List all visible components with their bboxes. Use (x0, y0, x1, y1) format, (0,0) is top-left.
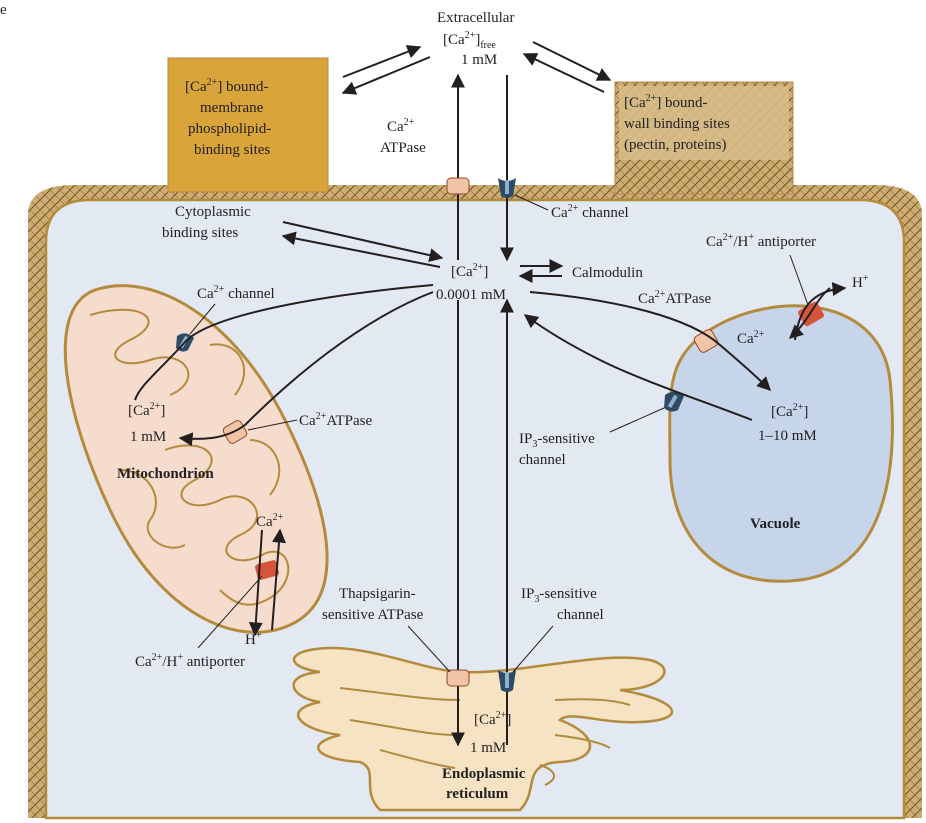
vacuole-conc-line1: [Ca2+] (771, 402, 808, 420)
vacuole-conc-value: 1–10 mM (758, 428, 817, 444)
er-name-line2: reticulum (446, 786, 509, 802)
mito-conc-value: 1 mM (130, 429, 166, 445)
mito-antiporter-label: Ca2+/H+ antiporter (135, 652, 245, 670)
extracellular-line3: 1 mM (461, 52, 497, 68)
cytosol-conc-line1: [Ca2+] (451, 262, 488, 280)
er-atpase-line1: Thapsigarin- (339, 586, 416, 602)
mito-channel-label: Ca2+ channel (197, 284, 275, 302)
er-atpase-line2: sensitive ATPase (322, 607, 424, 623)
pm-atpase-line2: ATPase (380, 140, 426, 156)
vacuole-name: Vacuole (750, 516, 801, 532)
er-ip3-line2: channel (557, 607, 604, 623)
membrane-box-line1: [Ca2+] bound- (185, 77, 269, 95)
wall-box-line1: [Ca2+] bound- (624, 93, 708, 111)
cytosol-conc-line2: 0.0001 mM (436, 287, 506, 303)
mito-atpase-label: Ca2+ATPase (299, 411, 372, 429)
vacuole-ip3-line2: channel (519, 452, 566, 468)
vacuole-atpase-label: Ca2+ATPase (638, 289, 711, 307)
membrane-box-line3: phospholipid- (188, 121, 271, 137)
wall-box-line2: wall binding sites (624, 116, 730, 132)
extracellular-line1: Extracellular (437, 10, 514, 26)
er-name-line1: Endoplasmic (442, 766, 526, 782)
pm-channel-label: Ca2+ channel (551, 203, 629, 221)
wall-box-line3: (pectin, proteins) (624, 137, 726, 153)
corner-letter: e (0, 2, 7, 18)
cyto-binding-line2: binding sites (162, 225, 238, 241)
er-atpase (447, 670, 469, 686)
calmodulin-label: Calmodulin (572, 265, 643, 281)
pm-atpase-line1: Ca2+ (387, 117, 415, 135)
pm-atpase (447, 178, 469, 194)
cyto-binding-line1: Cytoplasmic (175, 204, 251, 220)
membrane-box-line4: binding sites (194, 142, 270, 158)
vacuole-antiporter-label: Ca2+/H+ antiporter (706, 232, 816, 250)
er-conc-value: 1 mM (470, 740, 506, 756)
mito-conc-line1: [Ca2+] (128, 401, 165, 419)
membrane-box-line2: membrane (200, 100, 264, 116)
er-conc-line1: [Ca2+] (474, 710, 511, 728)
extracellular-line2: [Ca2+]free (443, 30, 496, 51)
mitochondrion-name: Mitochondrion (117, 466, 214, 482)
